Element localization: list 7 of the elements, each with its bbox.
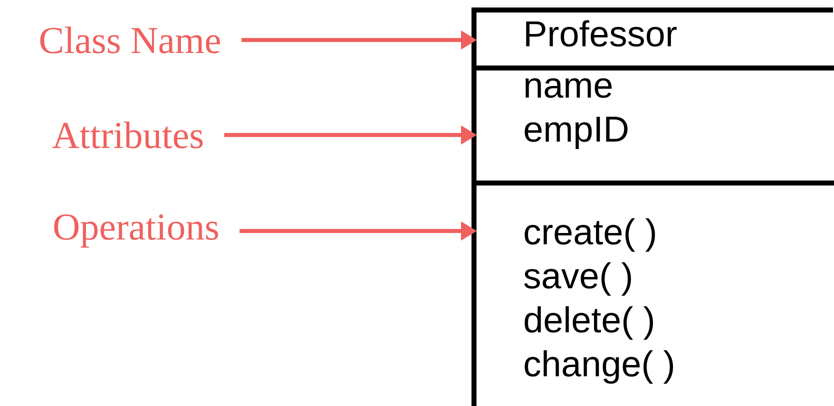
class-compartment: create( ) save( ) delete( ) change( ) <box>524 218 673 384</box>
class-box <box>472 8 833 406</box>
class-compartment: Professor <box>474 20 834 70</box>
part-label: Class Name <box>40 26 220 54</box>
class-compartment: name empID <box>474 78 834 186</box>
part-label: Operations <box>54 214 218 248</box>
part-label: Attributes <box>52 122 203 148</box>
